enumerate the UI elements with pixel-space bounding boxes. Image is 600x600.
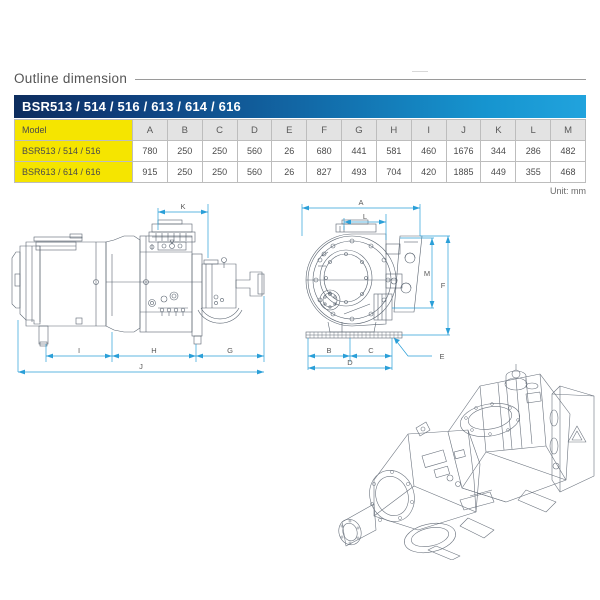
column-header-b: B <box>166 119 203 141</box>
column-header-e: E <box>271 119 308 141</box>
cell-h: 581 <box>375 140 412 162</box>
cell-m: 482 <box>550 140 586 162</box>
cell-m: 468 <box>550 161 586 183</box>
table-row: BSR513 / 514 / 516 780 250 250 560 26 68… <box>14 140 586 162</box>
cell-c: 250 <box>201 161 238 183</box>
cell-f: 827 <box>306 161 343 183</box>
section-header: Outline dimension <box>14 68 586 88</box>
column-header-i: I <box>410 119 447 141</box>
cell-g: 493 <box>341 161 377 183</box>
cell-j: 1885 <box>445 161 482 183</box>
cell-e: 26 <box>271 161 308 183</box>
cell-k: 449 <box>480 161 517 183</box>
cell-i: 420 <box>410 161 447 183</box>
column-header-model: Model <box>14 119 133 141</box>
dimension-label-k: K <box>180 202 185 211</box>
table-row: BSR613 / 614 / 616 915 250 250 560 26 82… <box>14 161 586 183</box>
row-model-name: BSR513 / 514 / 516 <box>14 140 133 162</box>
cell-k: 344 <box>480 140 517 162</box>
dimension-label-a: A <box>358 198 363 207</box>
cell-b: 250 <box>166 140 203 162</box>
dimension-label-b: B <box>326 346 331 355</box>
dimension-label-e: E <box>439 352 444 361</box>
column-header-h: H <box>375 119 412 141</box>
cell-c: 250 <box>201 140 238 162</box>
column-header-m: M <box>550 119 586 141</box>
dimension-label-i: I <box>78 346 80 355</box>
cell-i: 460 <box>410 140 447 162</box>
dimension-label-l: L <box>363 212 367 221</box>
cell-g: 441 <box>341 140 377 162</box>
dimension-label-d: D <box>347 358 353 367</box>
column-header-c: C <box>201 119 238 141</box>
dimension-label-c: C <box>368 346 374 355</box>
cell-h: 704 <box>375 161 412 183</box>
column-header-l: L <box>515 119 552 141</box>
model-series-banner: BSR513 / 514 / 516 / 613 / 614 / 616 <box>14 95 586 118</box>
cell-b: 250 <box>166 161 203 183</box>
side-view-drawing: K I H G J <box>6 196 274 382</box>
page-title: Outline dimension <box>14 70 128 86</box>
cell-e: 26 <box>271 140 308 162</box>
dimension-label-j: J <box>139 362 143 371</box>
dimension-label-g: G <box>227 346 233 355</box>
title-divider <box>135 79 586 80</box>
cell-a: 915 <box>132 161 168 183</box>
row-model-name: BSR613 / 614 / 616 <box>14 161 133 183</box>
column-header-j: J <box>445 119 482 141</box>
cell-d: 560 <box>236 161 273 183</box>
cell-l: 355 <box>515 161 552 183</box>
column-header-g: G <box>341 119 377 141</box>
dimension-label-m: M <box>424 269 430 278</box>
cell-f: 680 <box>306 140 343 162</box>
cell-d: 560 <box>236 140 273 162</box>
column-header-f: F <box>306 119 343 141</box>
end-view-drawing: A L M F B C D E <box>282 196 467 382</box>
dimension-label-f: F <box>441 281 446 290</box>
table-header-row: Model A B C D E F G H I J K L M <box>14 119 586 141</box>
column-header-a: A <box>132 119 168 141</box>
cell-j: 1676 <box>445 140 482 162</box>
column-header-d: D <box>236 119 273 141</box>
cell-l: 286 <box>515 140 552 162</box>
dimension-label-h: H <box>151 346 156 355</box>
model-series-label: BSR513 / 514 / 516 / 613 / 614 / 616 <box>22 99 241 114</box>
cell-a: 780 <box>132 140 168 162</box>
dimension-table: Model A B C D E F G H I J K L M BSR513 /… <box>14 119 586 183</box>
unit-note: Unit: mm <box>550 186 586 196</box>
top-artifact-mark <box>412 71 428 72</box>
column-header-k: K <box>480 119 517 141</box>
product-isometric-drawing <box>330 360 598 560</box>
